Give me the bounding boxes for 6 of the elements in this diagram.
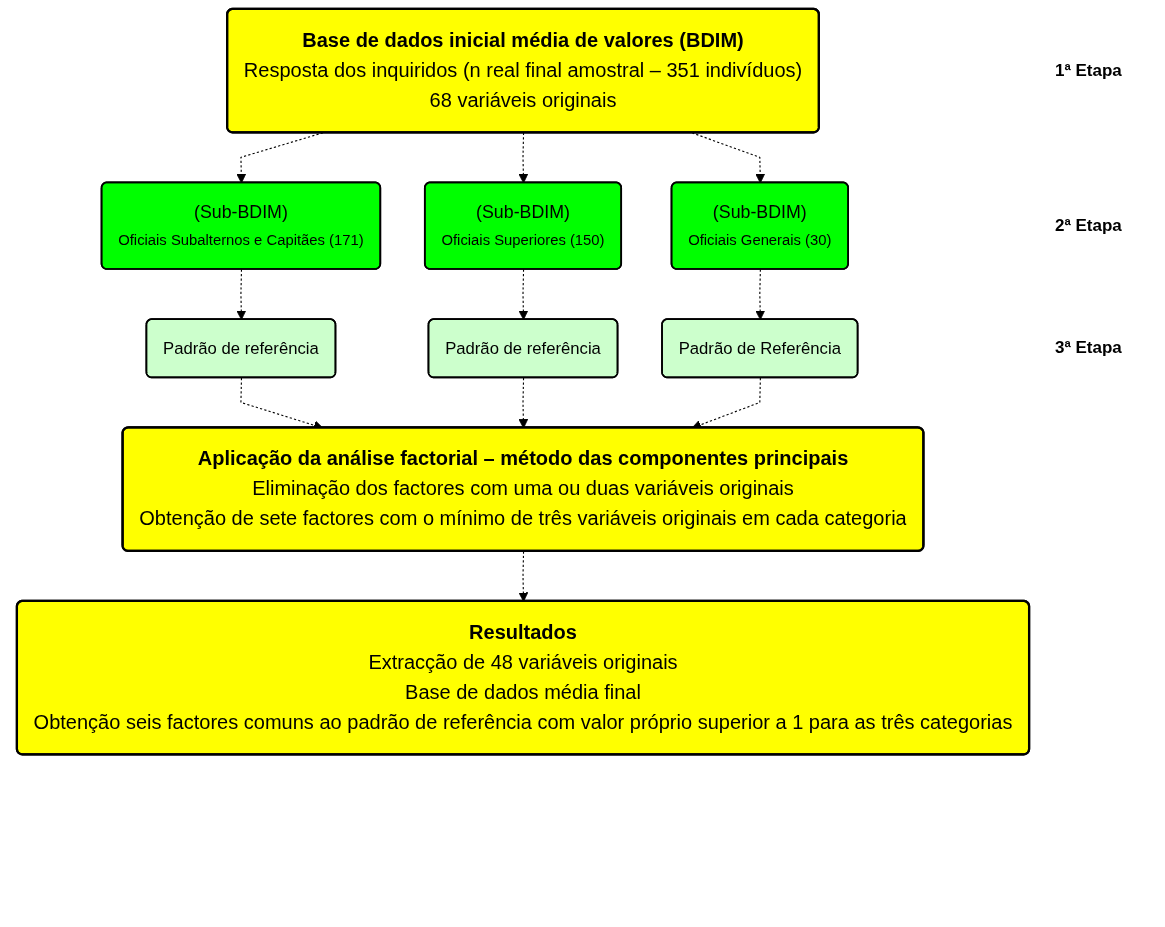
stage-label: 1ª Etapa bbox=[1055, 60, 1122, 81]
arrow bbox=[235, 269, 246, 321]
stage-label: 2ª Etapa bbox=[1055, 215, 1122, 236]
arrow bbox=[754, 269, 765, 321]
stage-label: 3ª Etapa bbox=[1055, 338, 1122, 359]
arrow bbox=[517, 269, 528, 321]
